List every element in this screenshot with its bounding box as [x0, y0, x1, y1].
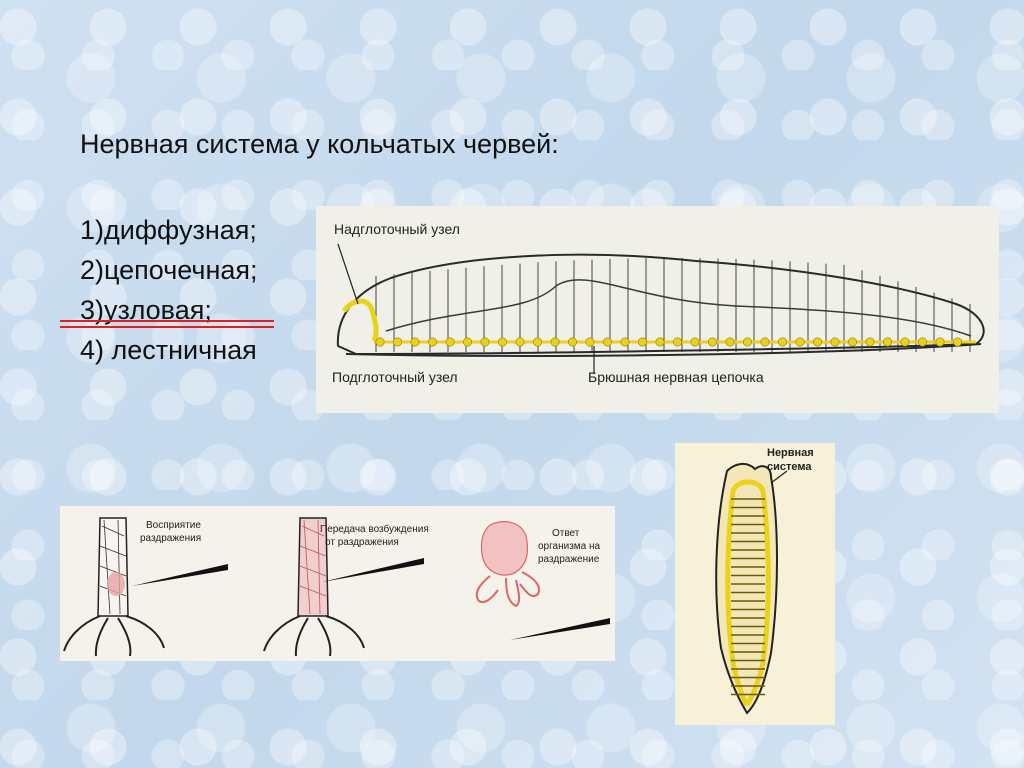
ladder-drawing: [715, 463, 788, 715]
hydra-drawings: [63, 517, 610, 657]
worm-ventral-line: [345, 343, 982, 357]
worm-body-segments: [375, 258, 971, 352]
nerve-ganglion: [865, 337, 875, 347]
nerve-ganglion: [637, 337, 647, 347]
nerve-ganglion: [515, 337, 525, 347]
nerve-ganglion: [707, 337, 717, 347]
nerve-ganglion: [777, 337, 787, 347]
nerve-ganglion: [498, 337, 508, 347]
nerve-ganglion: [533, 337, 543, 347]
nerve-ganglion: [655, 337, 665, 347]
label-nervous-2: система: [767, 461, 812, 473]
label-perception-2: раздражения: [140, 533, 202, 544]
option-nodal: 3)узловая;: [80, 295, 212, 325]
needle-3: [510, 618, 610, 640]
nerve-ganglion: [410, 337, 420, 347]
nerve-ganglion: [550, 337, 560, 347]
slide-title: Нервная система у кольчатых червей:: [80, 129, 559, 159]
hydra-body-3: [480, 521, 529, 576]
nerve-ganglion: [952, 337, 962, 347]
earthworm-nervous-system-figure: Надглоточный узел Подглоточный узел Брюш…: [316, 206, 999, 413]
worm-gut: [385, 279, 972, 337]
option-diffuse: 1)диффузная;: [80, 215, 257, 245]
nerve-ganglion: [847, 337, 857, 347]
label-response-3: раздражение: [538, 554, 600, 565]
nerve-ganglion: [672, 337, 682, 347]
earthworm-drawing: [336, 243, 985, 374]
nerve-ganglion: [830, 337, 840, 347]
supraesophageal-ganglion: [342, 298, 379, 343]
nerve-ganglion: [375, 337, 385, 347]
label-response-1: Ответ: [552, 528, 580, 539]
nerve-ganglion: [725, 337, 735, 347]
worm-body-outline: [336, 253, 985, 356]
ventral-nerve-chain: [374, 337, 976, 347]
supra-label-pointer: [337, 243, 359, 305]
label-supraesophageal-ganglion: Надглоточный узел: [334, 221, 460, 237]
nerve-ganglion: [935, 337, 945, 347]
nerve-ganglion: [568, 337, 578, 347]
label-nervous-1: Нервная: [767, 447, 814, 459]
label-transmission-1: Передача возбуждения: [320, 524, 429, 535]
nerve-ganglion: [760, 337, 770, 347]
nerve-ganglion: [602, 337, 612, 347]
ladder-nervous-system-figure: Нервная система: [675, 443, 835, 725]
option-chain: 2)цепочечная;: [80, 255, 258, 285]
nerve-ganglion: [917, 337, 927, 347]
nerve-ganglion: [795, 337, 805, 347]
hydra-tentacles-3: [475, 571, 540, 608]
stimulus-spot-1: [107, 572, 125, 596]
nerve-ganglion: [620, 337, 630, 347]
needle-2: [322, 558, 424, 582]
label-ventral-nerve-chain: Брюшная нервная цепочка: [588, 369, 764, 385]
hydra-tentacles-1: [63, 615, 165, 657]
hydra-tentacles-2: [263, 615, 365, 657]
nerve-ganglion: [585, 337, 595, 347]
nerve-ganglion: [445, 337, 455, 347]
nerve-ganglion: [463, 337, 473, 347]
hydra-mesh-2: [299, 519, 327, 615]
answer-underline-bottom: [60, 326, 274, 328]
stimulus-response-figure: Восприятие раздражения Передача возбужде…: [60, 506, 615, 661]
right-nerve-cord: [744, 490, 771, 707]
nerve-ganglion: [900, 337, 910, 347]
answer-underline-top: [60, 320, 274, 322]
nervous-system-pointer: [770, 470, 788, 484]
label-perception-1: Восприятие: [146, 520, 201, 531]
nerve-ganglion: [393, 337, 403, 347]
option-ladder: 4) лестничная: [80, 335, 257, 365]
nerve-ganglion: [690, 337, 700, 347]
label-subesophageal-ganglion: Подглоточный узел: [332, 369, 458, 385]
label-response-2: организма на: [538, 541, 601, 552]
left-nerve-cord: [725, 490, 750, 707]
nerve-ganglion: [812, 337, 822, 347]
needle-1: [132, 564, 228, 586]
nerve-ganglion: [428, 337, 438, 347]
nerve-ganglion: [742, 337, 752, 347]
nerve-ring: [730, 479, 766, 493]
label-transmission-2: от раздражения: [325, 537, 399, 548]
nerve-ganglion: [480, 337, 490, 347]
nerve-ganglion: [882, 337, 892, 347]
ladder-commissures: [731, 498, 765, 696]
